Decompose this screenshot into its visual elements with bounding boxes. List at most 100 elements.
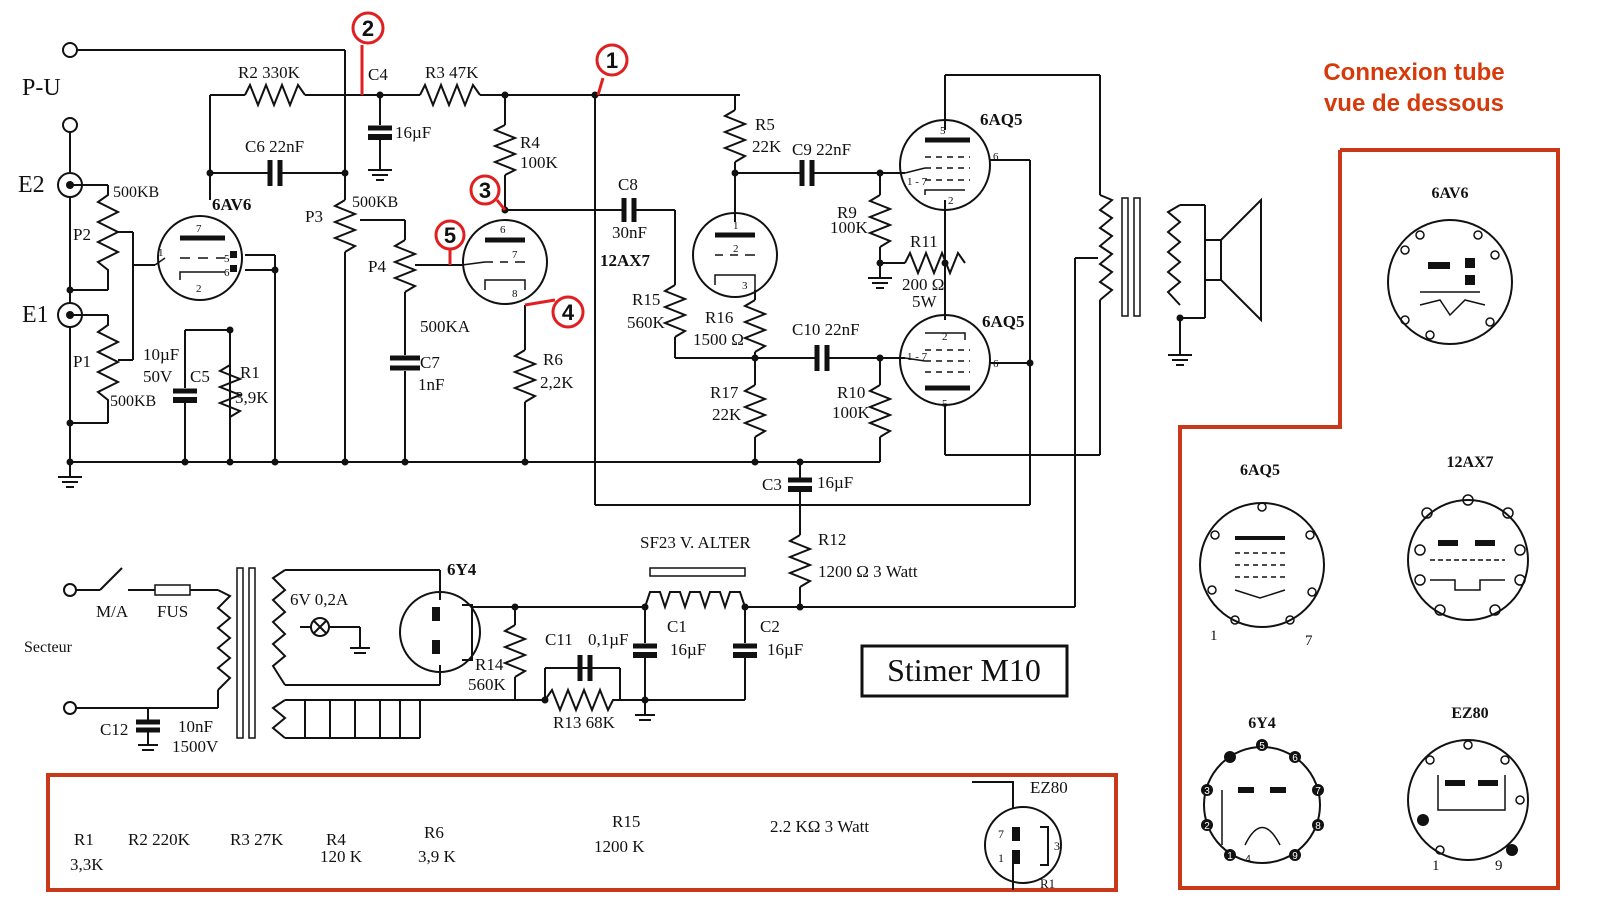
label-c1-value: 16µF [670,640,706,659]
label-c10: C10 22nF [792,320,860,339]
label-c5: C5 [190,367,210,386]
label-c6: C6 22nF [245,137,304,156]
pin-label: 8 [512,288,518,300]
label-c11: C11 [545,630,573,649]
pin-label: 6 [993,358,999,370]
pinout-6y4-pin: 9 [1292,851,1298,862]
label-c4: C4 [368,65,388,84]
pinout-title-line1: Connexion tube [1323,59,1504,86]
label-p2-value: 500KB [113,184,159,201]
label-r12-value: 1200 Ω 3 Watt [818,562,918,581]
pin-label: 5 [942,398,948,410]
label-p2: P2 [73,225,91,244]
mod-r4-value: 120 K [320,847,363,866]
label-r2: R2 330K [238,63,301,82]
pinout-6y4-pin: 7 [1315,786,1321,797]
pinout-6y4-label: 6Y4 [1248,715,1276,732]
label-r5-value: 22K [752,137,782,156]
label-tube-6y4: 6Y4 [447,560,477,579]
marker-1: 1 [606,48,618,73]
mod-ez80-pin1: 1 [998,851,1004,865]
label-c5-value2: 50V [143,367,173,386]
pinout-6y4-pin: 8 [1315,821,1321,832]
label-p4-value: 500KA [420,317,471,336]
label-p4: P4 [368,257,386,276]
pin-label: 7 [512,249,518,261]
label-r11-value: 200 Ω [902,275,944,294]
label-sf23: SF23 V. ALTER [640,533,751,552]
label-r6-value: 2,2K [540,373,574,392]
mod-r15-value: 1200 K [594,837,645,856]
label-r11: R11 [910,232,938,251]
label-fus: FUS [157,602,188,621]
pin-label: 2 [196,283,202,295]
pin-label: 6 [993,151,999,163]
label-c1: C1 [667,617,687,636]
pin-label: 2 [948,195,954,207]
label-c12-value2: 1500V [172,737,219,756]
mod-ez80-diagram [972,781,1062,890]
pinout-6av6-diagram [1387,219,1513,345]
mod-r6: R6 [424,823,444,842]
pinout-ez80-label: EZ80 [1451,705,1488,722]
mod-r12: 2.2 KΩ 3 Watt [770,817,869,836]
pinout-6y4-pin: 1 [1227,851,1233,862]
pinout-6aq5-pin7: 7 [1305,633,1313,649]
mod-r1: R1 [74,830,94,849]
label-r9-value: 100K [830,218,869,237]
pin-numbers: 7 1 5 6 2 6 7 8 1 2 3 5 6 1 - 7 2 2 6 1 … [158,125,999,410]
red-markers: 2 1 3 4 5 [351,11,629,329]
label-r10: R10 [837,383,865,402]
label-tube-6aq5-bottom: 6AQ5 [982,312,1025,331]
label-r1: R1 [240,363,260,382]
label-r9: R9 [837,203,857,222]
label-lamp: 6V 0,2A [290,590,349,609]
label-ma: M/A [96,602,129,621]
mod-r3: R3 27K [230,830,284,849]
label-c4-value: 16µF [395,123,431,142]
label-c8: C8 [618,175,638,194]
label-r3: R3 47K [425,63,479,82]
wiring [57,42,1262,751]
pinout-ez80-pin1: 1 [1432,858,1440,874]
title-box: Stimer M10 [860,644,1069,698]
pin-label: 1 [733,220,739,232]
mod-r1-value: 3,3K [70,855,104,874]
pin-label: 5 [940,125,946,137]
label-r4-value: 100K [520,153,559,172]
pin-label: 2 [733,243,739,255]
tube-6y4 [399,591,490,673]
label-r15: R15 [632,290,660,309]
tube-12ax7-a [461,219,548,305]
label-c3: C3 [762,475,782,494]
label-r5: R5 [755,115,775,134]
pin-label: 1 - 7 [907,176,928,188]
pinout-12ax7-diagram [1407,494,1529,621]
tube-6aq5-bottom [899,314,991,406]
pinout-6aq5-pin1: 1 [1210,628,1218,644]
label-c7-value: 1nF [418,375,444,394]
label-r14-value: 560K [468,675,507,694]
label-r13: R13 68K [553,713,616,732]
pin-label: 6 [500,224,506,236]
marker-3: 3 [479,178,491,203]
tube-12ax7-b [692,212,778,298]
mod-r2: R2 220K [128,830,191,849]
mod-ez80-r-label: R1 [1040,876,1055,891]
pinout-6y4-pin: 6 [1292,753,1298,764]
label-c8-value: 30nF [612,223,647,242]
label-c7: C7 [420,353,440,372]
label-r10-value: 100K [832,403,871,422]
input-e2-label: E2 [18,172,45,198]
label-c9: C9 22nF [792,140,851,159]
label-c12-value1: 10nF [178,717,213,736]
marker-4: 4 [562,300,575,325]
pinout-6y4-pin: 3 [1204,786,1210,797]
label-r17-value: 22K [712,405,742,424]
input-pu-label: P-U [22,75,61,101]
pin-label: 5 [224,253,230,265]
pin-label: 2 [942,331,948,343]
label-c11-value: 0,1µF [588,630,629,649]
marker-5: 5 [444,223,456,248]
label-tube-6av6: 6AV6 [212,195,251,214]
